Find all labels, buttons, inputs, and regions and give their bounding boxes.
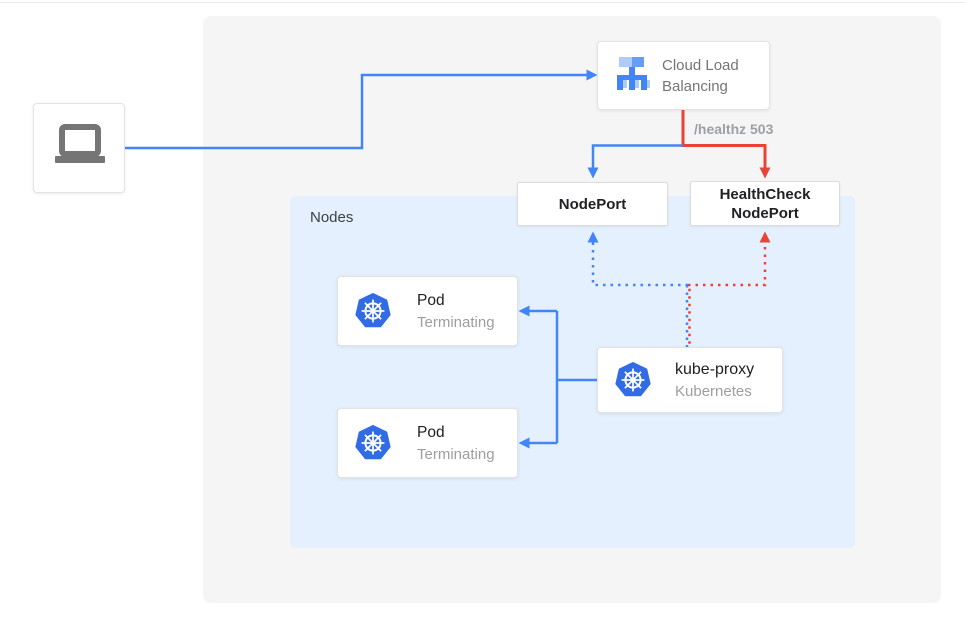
- kube-proxy-title: kube-proxy: [675, 360, 755, 378]
- healthcheck-nodeport-label-line1: HealthCheck: [719, 185, 811, 203]
- pod-2-title: Pod: [417, 423, 445, 441]
- pod-1-node[interactable]: Pod Terminating: [337, 276, 518, 346]
- nodeport-label: NodePort: [558, 195, 627, 213]
- top-divider: [0, 2, 965, 3]
- nodes-group-label: Nodes: [310, 209, 354, 226]
- kube-proxy-node[interactable]: kube-proxy Kubernetes: [597, 347, 783, 413]
- nodeport-node[interactable]: NodePort: [517, 182, 668, 226]
- pod-1-labels: Pod Terminating: [417, 290, 495, 333]
- healthcheck-nodeport-label-line2: NodePort: [731, 204, 799, 222]
- pod-1-status: Terminating: [417, 313, 495, 331]
- laptop-icon: [48, 115, 110, 182]
- cloud-load-balancing-node[interactable]: Cloud Load Balancing: [597, 41, 770, 110]
- client-node[interactable]: [33, 103, 125, 193]
- load-balancer-icon: [612, 53, 652, 98]
- kube-proxy-labels: kube-proxy Kubernetes: [675, 359, 754, 402]
- kubernetes-icon: [613, 360, 653, 400]
- kubernetes-icon: [353, 291, 393, 331]
- healthz-status-label: /healthz 503: [694, 121, 774, 137]
- pod-2-node[interactable]: Pod Terminating: [337, 408, 518, 478]
- pod-1-title: Pod: [417, 291, 445, 309]
- kube-proxy-subtitle: Kubernetes: [675, 382, 752, 400]
- kubernetes-icon: [353, 423, 393, 463]
- healthcheck-nodeport-node[interactable]: HealthCheck NodePort: [690, 181, 840, 226]
- cloud-load-balancing-label: Cloud Load Balancing: [662, 56, 739, 95]
- pod-2-status: Terminating: [417, 445, 495, 463]
- pod-2-labels: Pod Terminating: [417, 422, 495, 465]
